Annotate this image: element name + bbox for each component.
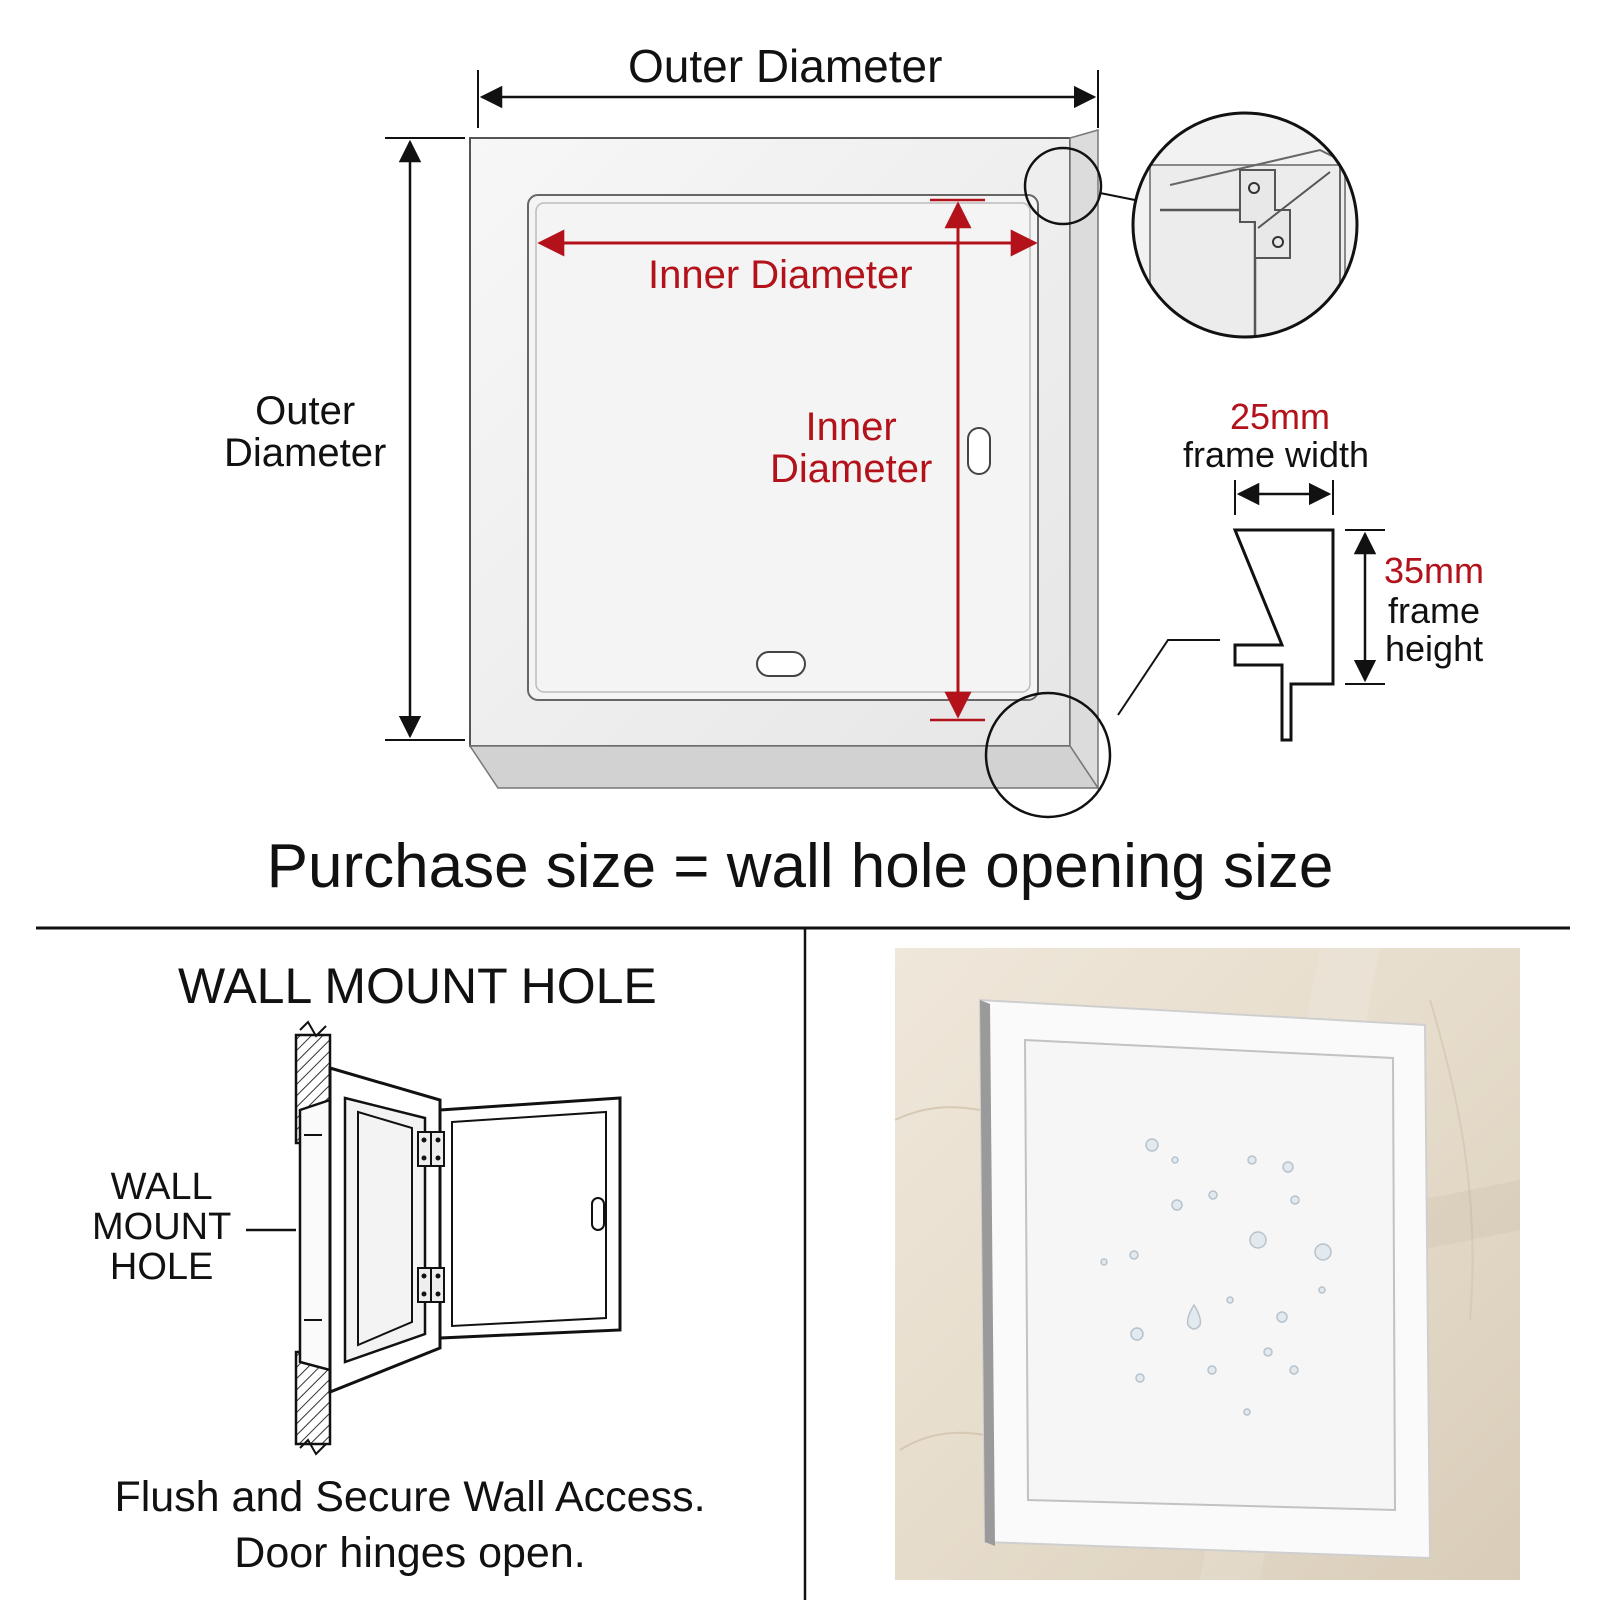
access-panel-door <box>527 194 1039 701</box>
door-latch-icon <box>967 427 991 475</box>
hinge-bottom-icon <box>417 1267 445 1303</box>
door-pull-icon <box>756 651 806 677</box>
open-door-illustration <box>438 1096 622 1340</box>
hinge-top-icon <box>417 1131 445 1167</box>
outer-height-label: Outer Diameter <box>224 389 387 475</box>
frame-height-value: 35mm <box>1384 550 1485 591</box>
frame-height-caption: frame height <box>1385 590 1484 669</box>
purchase-size-headline: Purchase size = wall hole opening size <box>266 832 1334 901</box>
outer-width-label: Outer Diameter <box>628 40 943 92</box>
hatch-frame-illustration <box>298 1066 442 1395</box>
frame-profile-cross-section <box>1232 528 1335 742</box>
frame-profile-leader <box>1117 639 1220 716</box>
frame-profile-marker <box>984 691 1112 819</box>
inner-height-label: Inner Diameter <box>770 405 933 491</box>
wall-mount-callout-label: WALL MOUNT HOLE <box>92 1166 232 1288</box>
frame-width-caption: frame width <box>1183 434 1370 475</box>
wall-mount-title: WALL MOUNT HOLE <box>178 958 657 1014</box>
frame-width-value: 25mm <box>1230 396 1331 437</box>
corner-zoom-inset <box>1131 111 1359 339</box>
inner-width-label: Inner Diameter <box>648 253 913 297</box>
installed-panel-photo <box>894 948 1520 1580</box>
wall-mount-caption: Flush and Secure Wall Access. Door hinge… <box>114 1473 706 1577</box>
corner-detail-marker <box>1023 146 1103 226</box>
